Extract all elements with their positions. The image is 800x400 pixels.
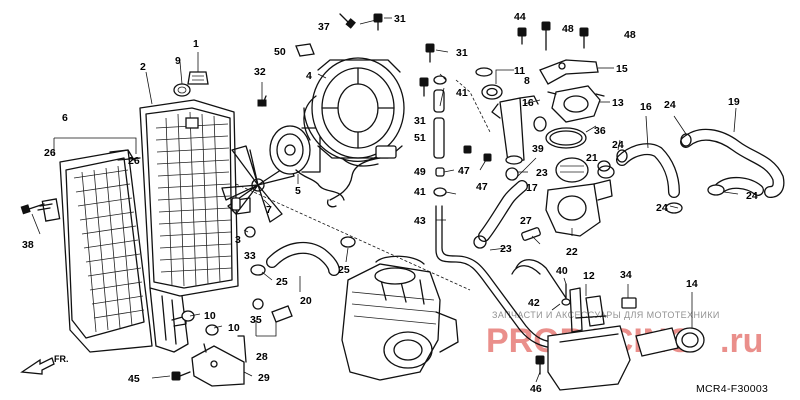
callout-49: 49 <box>414 166 426 178</box>
mount-bracket-29 <box>191 335 247 387</box>
callout-39: 39 <box>532 143 544 155</box>
fan-shroud <box>303 57 405 167</box>
fan-wire-harness <box>326 157 381 208</box>
o-ring-36 <box>545 127 587 149</box>
water-pipe-18 <box>491 95 539 165</box>
callout-9: 9 <box>175 55 181 67</box>
fasteners <box>20 13 725 381</box>
callout-51: 51 <box>414 132 426 144</box>
filler-collar <box>173 83 191 97</box>
callout-8: 8 <box>524 75 530 87</box>
callout-26a: 26 <box>44 147 56 159</box>
callout-12: 12 <box>583 270 595 282</box>
callout-2: 2 <box>140 61 146 73</box>
callout-47b: 47 <box>476 181 488 193</box>
callout-42: 42 <box>528 297 540 309</box>
callout-24a: 24 <box>664 99 676 111</box>
callout-16b: 16 <box>640 101 652 113</box>
callout-46: 46 <box>530 383 542 395</box>
tank-cap-14 <box>635 327 705 357</box>
watermark-domain: .ru <box>720 322 763 360</box>
callout-34: 34 <box>620 269 632 281</box>
callout-26b: 26 <box>128 155 140 167</box>
callout-24b: 24 <box>612 139 624 151</box>
clip-34 <box>621 297 637 309</box>
callout-20: 20 <box>300 295 312 307</box>
callout-38: 38 <box>22 239 34 251</box>
reserve-tank <box>547 287 631 391</box>
callout-50: 50 <box>274 46 286 58</box>
diagram-code: MCR4-F30003 <box>696 383 768 395</box>
callout-28: 28 <box>256 351 268 363</box>
callout-19: 19 <box>728 96 740 108</box>
siphon-tube-43 <box>435 205 557 349</box>
o-ring-11 <box>475 67 503 100</box>
callout-21: 21 <box>586 152 598 164</box>
callout-25a: 25 <box>276 276 288 288</box>
bracket-15 <box>539 59 599 85</box>
callout-44: 44 <box>514 11 526 23</box>
callout-23b: 23 <box>500 243 512 255</box>
callout-31a: 31 <box>394 13 406 25</box>
radiator-shroud <box>37 149 153 353</box>
callout-43: 43 <box>414 215 426 227</box>
callout-10a: 10 <box>204 310 216 322</box>
overflow-tube-42 <box>511 259 567 299</box>
hose-clamp-21 <box>597 160 611 172</box>
thermostat-cover-13 <box>547 85 605 123</box>
callout-7: 7 <box>266 204 272 216</box>
hose-19 <box>680 128 785 198</box>
hose-20 <box>266 241 340 276</box>
callout-37: 37 <box>318 21 330 33</box>
fan-motor <box>269 125 345 201</box>
callout-33: 33 <box>244 250 256 262</box>
front-arrow-icon <box>20 357 55 375</box>
radiator-cap <box>187 71 209 85</box>
callout-14: 14 <box>686 278 698 290</box>
callout-17: 17 <box>526 182 538 194</box>
callout-31b: 31 <box>456 47 468 59</box>
callout-23a: 23 <box>536 167 548 179</box>
callout-45: 45 <box>128 373 140 385</box>
callout-5: 5 <box>295 185 301 197</box>
callout-13: 13 <box>612 97 624 109</box>
watermark-caption: ЗАПЧАСТИ И АКСЕССУАРЫ ДЛЯ МОТОТЕХНИКИ <box>492 310 720 320</box>
callout-24c: 24 <box>656 202 668 214</box>
callout-48b: 48 <box>624 29 636 41</box>
callout-22: 22 <box>566 246 578 258</box>
callout-3: 3 <box>235 234 241 246</box>
callout-36: 36 <box>594 125 606 137</box>
callout-6: 6 <box>62 112 68 124</box>
thermostat-39 <box>533 116 547 132</box>
callout-11: 11 <box>514 65 525 77</box>
leader-lines <box>31 17 739 383</box>
front-direction-indicator: FR. <box>20 354 69 375</box>
callout-32: 32 <box>254 66 266 78</box>
hose-16 <box>616 143 680 198</box>
callout-24d: 24 <box>746 190 758 202</box>
thermostat-body-22 <box>545 157 615 237</box>
callout-25b: 25 <box>338 264 350 276</box>
callout-41a: 41 <box>456 87 468 99</box>
callout-10b: 10 <box>228 322 240 334</box>
pipe-51 <box>433 89 445 159</box>
callout-40: 40 <box>556 265 568 277</box>
callout-27: 27 <box>520 215 532 227</box>
engine-block <box>341 255 459 381</box>
callout-29: 29 <box>258 372 270 384</box>
hose-17 <box>478 180 528 242</box>
callout-1: 1 <box>193 38 199 50</box>
callout-35: 35 <box>250 314 262 326</box>
radiator-core <box>139 99 251 353</box>
callout-47a: 47 <box>458 165 470 177</box>
callout-16a: 16 <box>522 97 534 109</box>
callout-numbers: 1 2 3 4 5 6 7 8 9 10 10 11 12 13 14 15 1… <box>22 11 758 395</box>
callout-41b: 41 <box>414 186 426 198</box>
callout-15: 15 <box>616 63 628 75</box>
callout-48a: 48 <box>562 23 574 35</box>
callout-31c: 31 <box>414 115 426 127</box>
callout-4: 4 <box>306 70 312 82</box>
front-label: FR. <box>54 354 69 364</box>
